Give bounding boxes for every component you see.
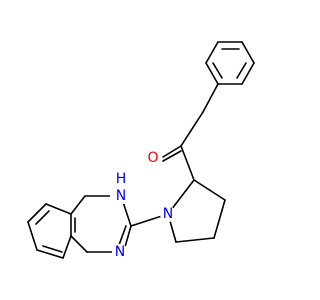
label-background <box>145 150 161 166</box>
bond <box>241 41 255 64</box>
bond <box>118 225 127 246</box>
pyrrolidine-ring <box>167 179 226 243</box>
bond <box>205 41 219 64</box>
atom-labels: O N H N N <box>110 150 176 260</box>
bond <box>70 235 88 253</box>
bond <box>241 62 255 85</box>
bond <box>236 62 247 79</box>
bond <box>162 150 182 162</box>
bond <box>162 145 182 158</box>
bond <box>202 83 219 113</box>
bond <box>212 62 223 79</box>
propanoyl-chain <box>162 83 219 181</box>
bond <box>70 195 86 215</box>
bond <box>193 179 226 201</box>
imine-nitrogen-label: N <box>115 244 125 260</box>
bond <box>205 62 219 85</box>
oxygen-label: O <box>147 150 158 166</box>
nh-hydrogen-label: H <box>116 171 127 187</box>
bond <box>124 225 132 248</box>
molecule-structure: O N H N N <box>27 41 255 260</box>
bond <box>42 245 63 253</box>
bond <box>180 111 204 147</box>
nh-group: H N <box>110 166 130 204</box>
ring-nitrogen-label: N <box>163 206 173 222</box>
oxygen-atom: O <box>145 150 161 166</box>
bond <box>213 199 226 239</box>
label-background <box>160 206 176 222</box>
bond <box>27 221 38 251</box>
bond <box>36 249 64 259</box>
bond <box>62 235 72 259</box>
label-background <box>112 244 128 260</box>
label-background <box>110 166 130 204</box>
ring-nitrogen-atom: N <box>160 206 176 222</box>
bond <box>175 237 215 243</box>
imine-nitrogen-atom: N <box>112 244 128 260</box>
bond <box>35 210 50 225</box>
phenyl-ring <box>205 41 255 85</box>
bond <box>45 203 72 215</box>
bond <box>27 203 47 223</box>
nh-nitrogen-label: N <box>116 188 126 204</box>
benzimidazole-ring <box>27 195 169 259</box>
bond <box>180 145 195 181</box>
